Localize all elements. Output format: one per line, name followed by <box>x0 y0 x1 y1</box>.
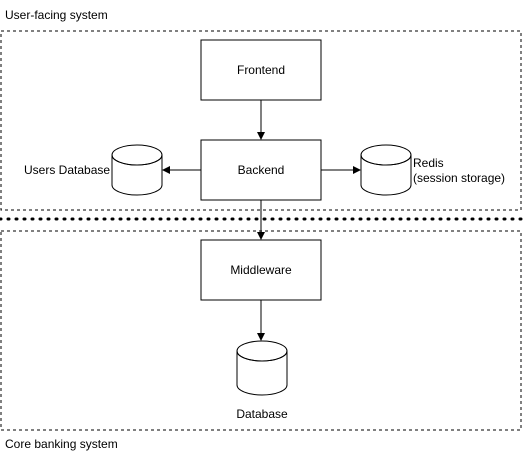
redis-node[interactable] <box>360 144 412 196</box>
database-label: Database <box>236 407 288 421</box>
database-node[interactable] <box>236 340 288 396</box>
middleware-node[interactable]: Middleware <box>200 239 322 301</box>
core-banking-region-label: Core banking system <box>5 437 118 451</box>
frontend-node[interactable]: Frontend <box>200 39 322 101</box>
user-facing-region <box>0 30 522 211</box>
redis-sublabel: (session storage) <box>413 171 505 185</box>
redis-label: Redis <box>413 156 444 170</box>
middleware-label: Middleware <box>230 263 292 277</box>
backend-node[interactable]: Backend <box>200 139 322 201</box>
users-database-label: Users Database <box>24 163 110 177</box>
users-database-node[interactable] <box>111 144 163 196</box>
backend-label: Backend <box>238 163 285 177</box>
user-facing-region-label: User-facing system <box>5 8 108 22</box>
frontend-label: Frontend <box>237 63 285 77</box>
